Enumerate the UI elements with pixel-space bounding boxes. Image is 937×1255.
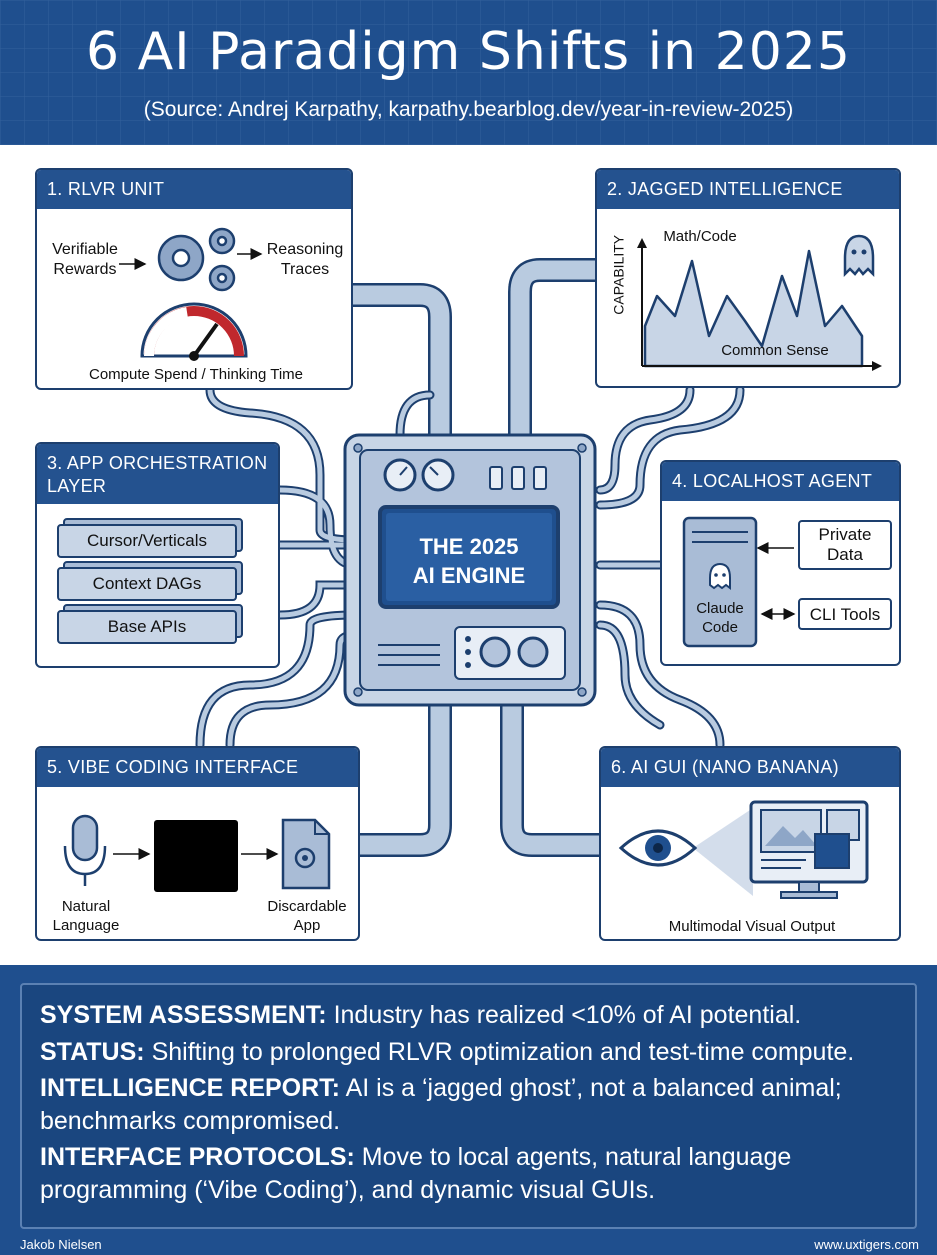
pipe-network — [195, 258, 745, 857]
panel-title: 1. RLVR UNIT — [37, 170, 351, 210]
engine-label: THE 2025 AI ENGINE — [385, 533, 553, 590]
interface-protocols-line: INTERFACE PROTOCOLS: Move to local agent… — [40, 1141, 897, 1206]
header: 6 AI Paradigm Shifts in 2025 (Source: An… — [0, 0, 937, 145]
capability-axis-label: CAPABILITY — [610, 234, 627, 315]
panel-title: 2. JAGGED INTELLIGENCE — [597, 170, 899, 210]
site-link[interactable]: www.uxtigers.com — [814, 1237, 919, 1252]
author-credit: Jakob Nielsen — [20, 1237, 102, 1252]
layer-context-dags: Context DAGs — [57, 567, 237, 601]
panel-title: 4. LOCALHOST AGENT — [662, 462, 899, 502]
monitor-icon — [749, 800, 869, 899]
discardable-app-label: Discardable App — [267, 898, 347, 934]
engine-label-line2: AI ENGINE — [412, 562, 526, 588]
panel-app-orchestration: 3. APP ORCHESTRATION LAYER Cursor/Vertic… — [35, 442, 280, 668]
assessment-line: SYSTEM ASSESSMENT: Industry has realized… — [40, 999, 897, 1032]
footer: SYSTEM ASSESSMENT: Industry has realized… — [0, 965, 937, 1255]
intelligence-report-key: INTELLIGENCE REPORT: — [40, 1074, 341, 1102]
gauge-icon — [140, 302, 248, 361]
intelligence-report-line: INTELLIGENCE REPORT: AI is a ‘jagged gho… — [40, 1072, 897, 1137]
claude-code-label: Claude Code — [696, 600, 744, 636]
gauge-label: Compute Spend / Thinking Time — [88, 366, 303, 383]
rlvr-illustration — [119, 227, 263, 361]
computer-tower-icon — [682, 516, 758, 648]
panel-localhost-agent: 4. LOCALHOST AGENT — [660, 460, 901, 666]
eye-icon — [618, 829, 698, 867]
assessment-key: SYSTEM ASSESSMENT: — [40, 1001, 327, 1029]
panel-ai-gui: 6. AI GUI (NANO BANANA) — [599, 746, 901, 941]
panel-title: 6. AI GUI (NANO BANANA) — [601, 748, 899, 788]
panel-rlvr-unit: 1. RLVR UNIT — [35, 168, 353, 390]
page-title: 6 AI Paradigm Shifts in 2025 — [86, 22, 851, 82]
private-data-box: Private Data — [798, 520, 892, 570]
ai-gui-illustration — [618, 800, 869, 899]
gear-icon — [157, 227, 236, 292]
vibe-coding-illustration — [63, 814, 331, 892]
intelligence-report-text: AI is a ‘jagged ghost’, not a balanced a… — [40, 1074, 842, 1135]
ai-engine — [343, 433, 597, 707]
black-box — [154, 820, 238, 892]
ghost-icon — [843, 234, 875, 278]
reasoning-traces-label: Reasoning Traces — [266, 241, 344, 278]
engine-label-line1: THE 2025 — [419, 534, 519, 559]
panel-title: 3. APP ORCHESTRATION LAYER — [37, 444, 278, 504]
layer-base-apis: Base APIs — [57, 610, 237, 644]
multimodal-output-label: Multimodal Visual Output — [668, 918, 836, 935]
page-subtitle: (Source: Andrej Karpathy, karpathy.bearb… — [143, 98, 794, 121]
math-code-label: Math/Code — [663, 228, 737, 245]
cli-tools-box: CLI Tools — [798, 598, 892, 630]
status-text: Shifting to prolonged RLVR optimization … — [144, 1037, 855, 1066]
panel-jagged-intelligence: 2. JAGGED INTELLIGENCE CAPABILITY Math/C… — [595, 168, 901, 388]
status-key: STATUS: — [40, 1037, 145, 1066]
diagram-area: THE 2025 AI ENGINE 1. RLVR UNIT — [0, 145, 937, 965]
natural-language-label: Natural Language — [52, 898, 120, 934]
verifiable-rewards-label: Verifiable Rewards — [52, 241, 118, 278]
panel-title: 5. VIBE CODING INTERFACE — [37, 748, 358, 788]
app-file-icon — [281, 818, 331, 890]
header-grid-pattern — [0, 0, 937, 145]
panel-vibe-coding: 5. VIBE CODING INTERFACE — [35, 746, 360, 941]
interface-protocols-key: INTERFACE PROTOCOLS: — [40, 1143, 355, 1171]
system-assessment-box: SYSTEM ASSESSMENT: Industry has realized… — [20, 983, 917, 1229]
layer-cursor-verticals: Cursor/Verticals — [57, 524, 237, 558]
localhost-illustration — [682, 516, 796, 648]
microphone-icon — [63, 814, 107, 886]
common-sense-label: Common Sense — [721, 342, 829, 359]
assessment-text: Industry has realized <10% of AI potenti… — [326, 1001, 802, 1029]
jagged-chart — [637, 234, 882, 371]
status-line: STATUS: Shifting to prolonged RLVR optim… — [40, 1036, 897, 1069]
engine-gauge-icon — [383, 458, 455, 492]
interface-protocols-text: Move to local agents, natural language p… — [40, 1143, 792, 1204]
